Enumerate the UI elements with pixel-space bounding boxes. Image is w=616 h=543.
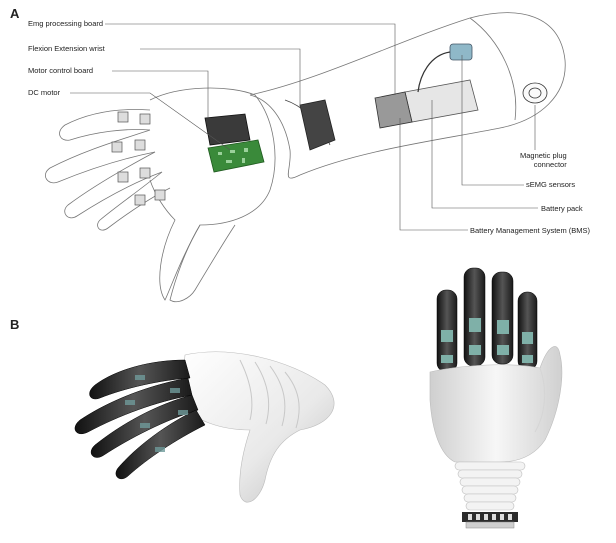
leader-lines: [70, 23, 538, 231]
hand-photo-side: [74, 351, 335, 503]
battery-pack: [404, 79, 479, 123]
finger-middle: [45, 129, 156, 184]
panel-a-letter: A: [10, 6, 20, 21]
wrist-joint: [249, 94, 301, 179]
callout-emg-board: Emg processing board: [28, 19, 104, 28]
callout-magnetic-plug-line1: Magnetic plug: [520, 151, 567, 160]
front-palm-shell: [429, 346, 563, 463]
finger-ring: [64, 151, 163, 219]
callout-bms: Battery Management System (BMS): [470, 226, 591, 235]
palm-outline: [149, 87, 276, 301]
connector: [449, 43, 473, 61]
callout-semg: sEMG sensors: [526, 180, 576, 189]
side-palm-shell: [179, 351, 335, 503]
finger-index: [59, 109, 151, 141]
finger-little: [97, 171, 171, 231]
callout-flexion-wrist: Flexion Extension wrist: [28, 44, 105, 53]
panel-a-arm-drawing: [45, 12, 566, 303]
magnetic-plug-port: [522, 82, 548, 104]
hand-photo-front: [429, 267, 563, 529]
callout-dc-motor: DC motor: [28, 88, 61, 97]
panel-b-letter: B: [10, 317, 20, 332]
callout-magnetic-plug: Magnetic plug connector: [520, 151, 567, 169]
forearm-socket: [249, 12, 566, 176]
motor-control-board: [207, 139, 265, 173]
callout-motor-board: Motor control board: [28, 66, 94, 75]
front-wrist-ribs: [454, 461, 526, 511]
callout-magnetic-plug-line2: connector: [533, 160, 567, 169]
dc-motor: [204, 113, 251, 146]
front-base-connector: [462, 512, 518, 522]
thumb-outline: [169, 224, 236, 303]
callout-battery-pack: Battery pack: [541, 204, 583, 213]
